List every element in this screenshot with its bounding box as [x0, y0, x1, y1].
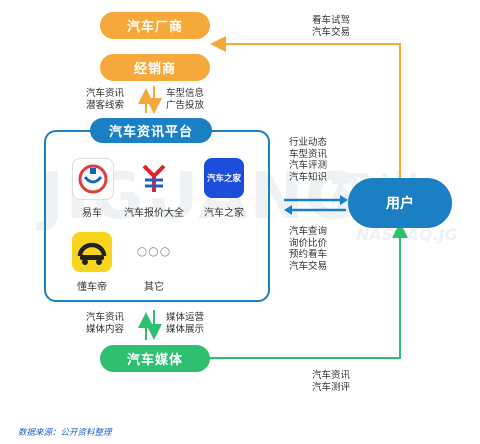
- app-label-baojia: 汽车报价大全: [124, 208, 184, 219]
- platform-node: 汽车资讯平台: [90, 118, 212, 143]
- app-label-other: 其它: [144, 282, 164, 293]
- media-node: 汽车媒体: [100, 345, 210, 372]
- app-label-dongchedi: 懂车帝: [77, 282, 107, 293]
- baojia-logo-icon: [134, 158, 174, 198]
- media-to-user-line: [210, 222, 408, 359]
- source-note: 数据来源：公开资料整理: [18, 428, 112, 438]
- user-node-label: 用户: [386, 196, 414, 212]
- app-label-autohome: 汽车之家: [204, 208, 244, 219]
- user-manufacturer-label: 看车试驾 汽车交易: [312, 15, 351, 38]
- user-node: 用户: [348, 178, 452, 228]
- dealer-to-platform-label: 汽车资讯 潜客线索: [86, 88, 125, 111]
- platform-to-user-label: 行业动态 车型资讯 汽车评测 汽车知识: [289, 137, 328, 183]
- manufacturer-node: 汽车厂商: [100, 12, 210, 39]
- yiche-logo-icon: [72, 158, 114, 200]
- media-to-user-label: 汽车资讯 汽车测评: [312, 370, 351, 393]
- user-to-manufacturer-line: [210, 36, 401, 178]
- user-to-platform-label: 汽车查询 询价比价 预约看车 汽车交易: [289, 226, 328, 272]
- platform-to-media-label: 媒体运营 媒体展示: [166, 312, 205, 335]
- autohome-logo-icon: 汽车之家: [204, 158, 244, 198]
- autohome-logo-text: 汽车之家: [206, 174, 241, 184]
- dongchedi-logo-icon: [72, 232, 112, 272]
- platform-to-dealer-label: 车型信息 广告投放: [166, 88, 205, 111]
- media-to-platform-label: 汽车资讯 媒体内容: [86, 312, 125, 335]
- more-dots-icon: ○○○: [136, 244, 172, 258]
- app-label-yiche: 易车: [82, 208, 102, 219]
- dealer-node: 经销商: [100, 54, 210, 81]
